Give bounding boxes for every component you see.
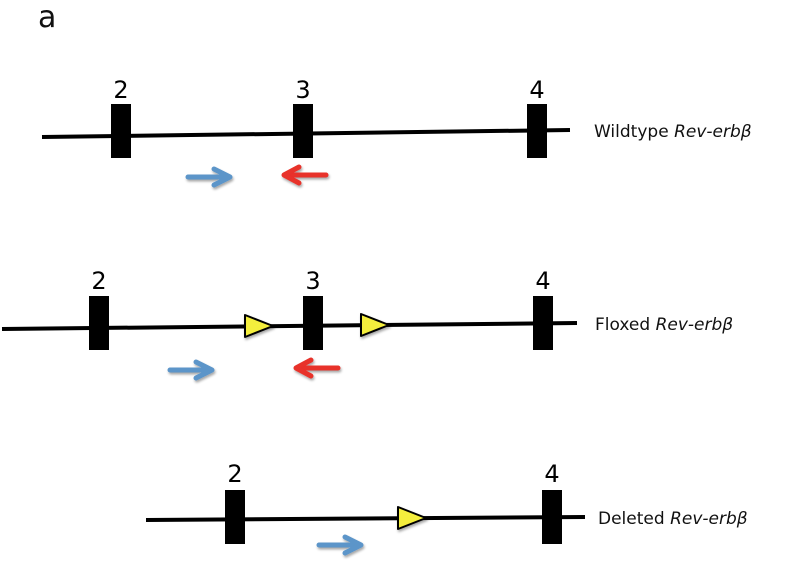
exon-2 bbox=[89, 296, 109, 350]
exon-4 bbox=[533, 296, 553, 350]
exon-4-label: 4 bbox=[544, 460, 559, 488]
exon-3 bbox=[293, 104, 313, 158]
exon-4-label: 4 bbox=[535, 267, 550, 295]
exon-3-label: 3 bbox=[295, 76, 310, 104]
exon-4 bbox=[527, 104, 547, 158]
panel-label: a bbox=[38, 0, 57, 35]
allele-floxed: 2 3 4 Floxed Rev-erbβ bbox=[1, 267, 733, 381]
exon-4-label: 4 bbox=[529, 76, 544, 104]
loxp-site-icon bbox=[244, 314, 274, 338]
exon-3-label: 3 bbox=[305, 267, 320, 295]
forward-primer-arrow-icon bbox=[185, 166, 233, 188]
genomic-line bbox=[145, 515, 586, 522]
allele-label-floxed: Floxed Rev-erbβ bbox=[595, 315, 733, 335]
genomic-line bbox=[1, 321, 578, 331]
exon-2-label: 2 bbox=[113, 76, 128, 104]
forward-primer-arrow-icon bbox=[167, 359, 215, 381]
reverse-primer-arrow-icon bbox=[281, 164, 329, 186]
allele-wildtype: 2 3 4 Wildtype Rev-erbβ bbox=[41, 76, 752, 188]
reverse-primer-arrow-icon bbox=[293, 357, 341, 379]
allele-label-wildtype: Wildtype Rev-erbβ bbox=[594, 122, 752, 142]
allele-label-deleted: Deleted Rev-erbβ bbox=[598, 509, 748, 529]
exon-2 bbox=[111, 104, 131, 158]
allele-deleted: 2 4 Deleted Rev-erbβ bbox=[145, 460, 748, 556]
loxp-site-icon bbox=[360, 313, 390, 337]
forward-primer-arrow-icon bbox=[316, 534, 364, 556]
exon-3 bbox=[303, 296, 323, 350]
exon-4 bbox=[542, 490, 562, 544]
loxp-site-icon bbox=[397, 506, 427, 530]
exon-2 bbox=[225, 490, 245, 544]
exon-2-label: 2 bbox=[227, 460, 242, 488]
exon-2-label: 2 bbox=[91, 267, 106, 295]
